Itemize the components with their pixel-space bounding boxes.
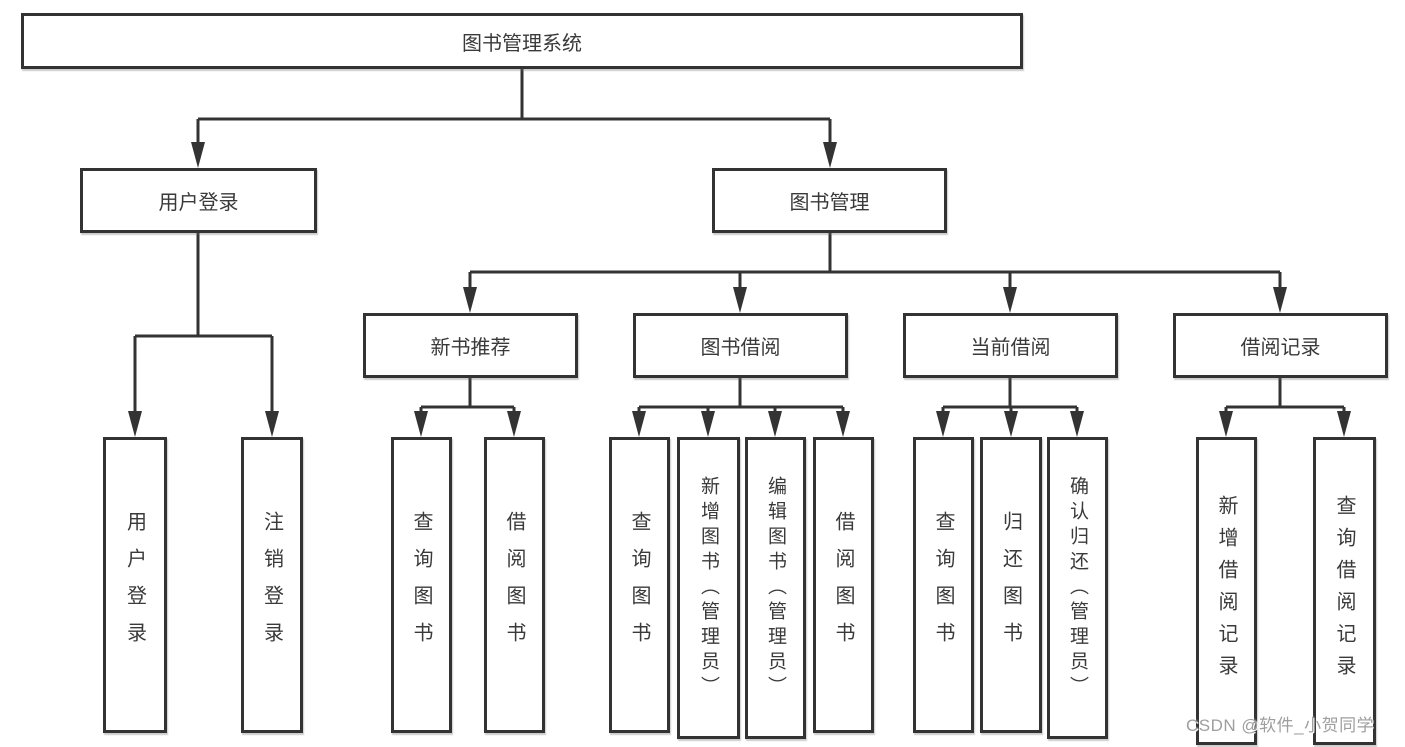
node-borrow-records: 借阅记录	[1173, 313, 1388, 378]
leaf-query-borrow-record: 查询借阅记录	[1313, 437, 1376, 745]
leaf-return-book: 归还图书	[980, 437, 1042, 733]
arrowheads	[128, 142, 1351, 437]
node-book-borrow: 图书借阅	[633, 313, 848, 378]
node-root-library-system: 图书管理系统	[21, 13, 1023, 69]
leaf-query-books-current: 查询图书	[913, 437, 974, 733]
leaf-query-books-borrow: 查询图书	[609, 437, 670, 733]
leaf-borrow-books-recommend: 借阅图书	[484, 437, 545, 733]
leaf-add-book-admin: 新增图书（管理员）	[677, 437, 740, 739]
node-book-management: 图书管理	[712, 168, 947, 233]
leaf-logout: 注销登录	[241, 437, 303, 733]
node-user-login: 用户登录	[80, 168, 317, 233]
node-new-book-recommend: 新书推荐	[363, 313, 578, 378]
leaf-add-borrow-record: 新增借阅记录	[1196, 437, 1257, 745]
leaf-borrow-books: 借阅图书	[813, 437, 874, 733]
csdn-watermark: CSDN @软件_小贺同学	[1186, 716, 1375, 735]
leaf-user-login: 用户登录	[103, 437, 167, 733]
leaf-query-books-recommend: 查询图书	[391, 437, 452, 733]
node-current-borrow: 当前借阅	[903, 313, 1118, 378]
leaf-confirm-return-admin: 确认归还（管理员）	[1047, 437, 1108, 739]
leaf-edit-book-admin: 编辑图书（管理员）	[745, 437, 806, 739]
